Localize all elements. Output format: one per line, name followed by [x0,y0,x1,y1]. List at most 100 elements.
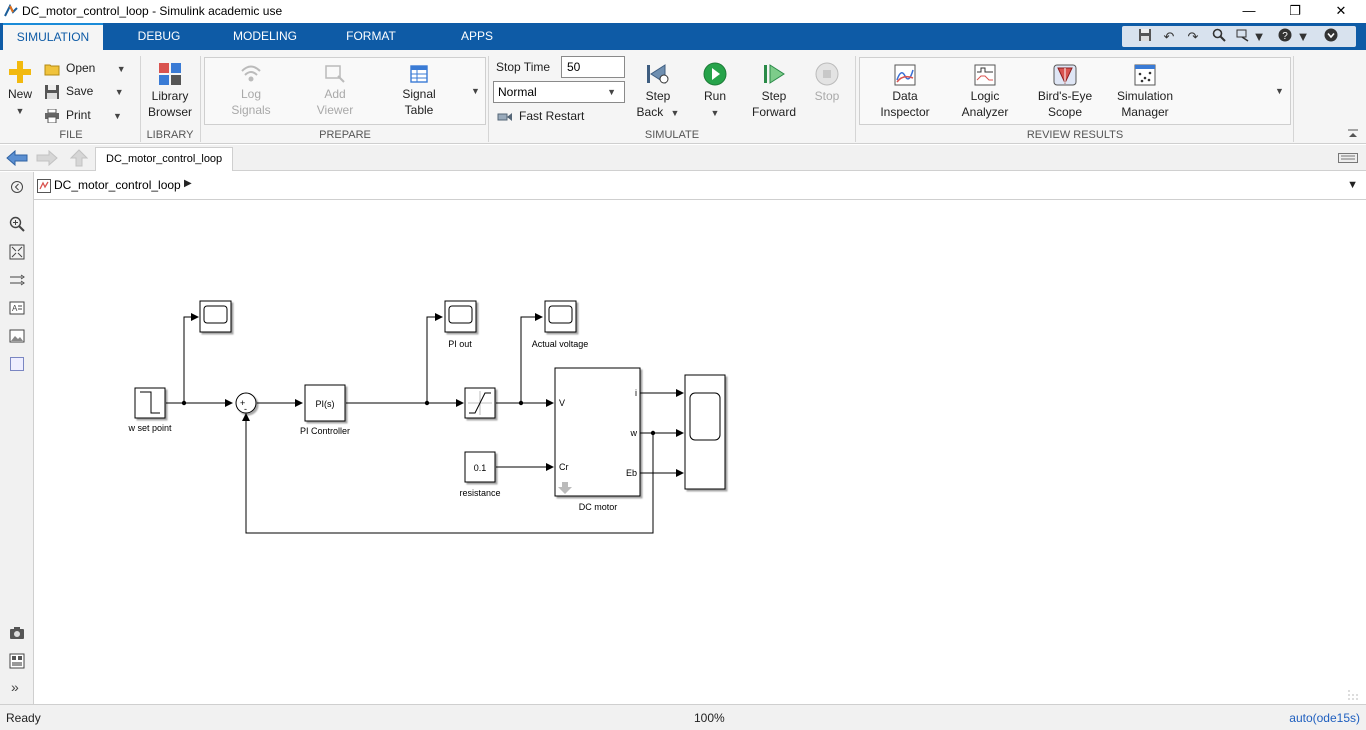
chevron-down-icon: ▼ [670,108,680,118]
pi-controller-block[interactable]: PI(s) PI Controller [300,384,350,436]
voltage-scope-label: Actual voltage [532,339,589,349]
back-arrow-icon[interactable] [6,150,28,166]
signal-pi-to-piout-scope[interactable] [426,313,443,403]
resize-grip-icon [1348,690,1358,700]
resistance-constant-block[interactable]: 0.1 resistance [459,451,501,498]
quick-tools-icon[interactable] [1234,28,1252,45]
review-group-label: REVIEW RESULTS [1026,129,1124,141]
svg-text:A: A [12,304,18,313]
setpoint-scope-block[interactable] [199,300,232,333]
fit-to-view-icon[interactable] [9,244,25,260]
zoom-icon[interactable] [9,216,25,232]
step-back-button[interactable]: Step Back ▼ [636,62,680,121]
tab-apps[interactable]: APPS [460,29,493,43]
new-plus-icon [9,61,31,83]
run-button[interactable]: Run ▼ [696,62,734,121]
restore-button[interactable]: ❐ [1289,3,1301,18]
image-icon[interactable] [9,328,25,344]
chevron-down-icon: ▼ [114,87,124,97]
model-document-tab[interactable]: DC_motor_control_loop [95,147,234,171]
close-button[interactable]: ✕ [1335,3,1347,18]
save-button[interactable]: Save ▼ [44,81,124,101]
signal-setpoint-to-scope[interactable] [183,313,199,403]
redo-icon[interactable]: ↷ [1187,29,1199,44]
save-icon[interactable] [1136,28,1154,45]
window-title: DC_motor_control_loop - Simulink academi… [22,4,283,18]
property-inspector-icon[interactable] [9,653,25,669]
prepare-gallery [204,57,486,125]
print-button[interactable]: Print ▼ [44,105,122,125]
data-inspector-button[interactable]: Data Inspector [876,64,934,120]
step-forward-button[interactable]: Step Forward [750,62,798,120]
collapse-toolstrip-icon[interactable] [1347,129,1359,139]
minimize-button[interactable]: — [1242,3,1256,18]
gallery-expand-icon[interactable]: ▼ [1275,86,1284,96]
prepare-group-label: PREPARE [319,129,371,141]
port-v-label: V [559,398,565,408]
simulation-manager-button[interactable]: Simulation Manager [1112,64,1178,120]
search-icon[interactable] [1210,28,1228,45]
solver-link[interactable]: auto(ode15s) [1289,711,1360,725]
saturation-block[interactable] [464,387,496,419]
save-label: Save [66,84,94,98]
signal-table-button[interactable]: Signal Table [396,64,442,118]
chevron-down-icon[interactable]: ▼ [1296,29,1310,44]
simulation-mode-select[interactable]: Normal ▼ [493,81,625,103]
zoom-level[interactable]: 100% [694,711,725,725]
open-button[interactable]: Open ▼ [44,58,126,78]
tab-debug[interactable]: DEBUG [137,29,181,43]
tab-simulation[interactable]: SIMULATION [3,23,103,50]
stop-time-input[interactable]: 50 [561,56,625,78]
add-viewer-button[interactable]: Add Viewer [312,64,358,118]
area-icon[interactable] [9,356,25,372]
fast-restart-button[interactable]: Fast Restart [497,106,584,126]
library-group-label: LIBRARY [146,129,194,141]
logic-analyzer-button[interactable]: Logic Analyzer [956,64,1014,120]
step-back-icon [647,64,669,84]
expand-palette-icon[interactable]: » [11,679,19,695]
signal-speed-feedback[interactable] [242,413,654,534]
model-canvas[interactable]: w set point + - PI(s) PI Controller [35,201,1366,704]
run-play-icon [703,62,727,86]
group-separator [140,56,141,142]
log-signals-button[interactable]: Log Signals [228,64,274,118]
sum-block[interactable]: + - [235,392,257,414]
simulate-group-label: SIMULATE [644,129,700,141]
new-label: New [7,87,32,101]
port-w-label: w [630,428,638,438]
stop-button[interactable]: Stop [808,62,846,104]
library-line2: Browser [147,105,192,119]
library-browser-button[interactable]: Library Browser [146,62,194,120]
tab-format[interactable]: FORMAT [346,29,396,43]
screenshot-camera-icon[interactable] [9,625,25,641]
step-forward-icon [764,64,785,84]
new-button[interactable]: New ▼ [4,60,36,119]
wifi-signal-icon [241,65,261,82]
step-block[interactable]: w set point [127,387,172,433]
pi-out-scope-block[interactable]: PI out [444,300,477,349]
breadcrumb-dropdown-icon[interactable]: ▼ [1347,179,1358,191]
breadcrumb[interactable]: DC_motor_control_loop [54,178,181,192]
undo-icon[interactable]: ↶ [1163,29,1175,44]
output-scope-block[interactable] [684,374,726,490]
signal-saturation-to-voltage-scope[interactable] [520,313,543,403]
pi-out-scope-label: PI out [448,339,472,349]
chevron-down-icon[interactable]: ▼ [1252,29,1266,44]
voltage-scope-block[interactable]: Actual voltage [532,300,589,349]
tab-modeling[interactable]: MODELING [232,29,297,43]
explorer-bar-icon[interactable] [1338,153,1358,163]
signal-lines-icon[interactable] [9,272,25,288]
print-label: Print [66,108,91,122]
step-back-line1: Step [645,89,671,103]
gallery-expand-icon[interactable]: ▼ [471,86,480,96]
birds-eye-scope-button[interactable]: Bird's-Eye Scope [1032,64,1098,120]
annotation-icon[interactable]: A [9,300,25,316]
collapse-ribbon-icon[interactable] [1322,28,1340,45]
up-arrow-icon[interactable] [70,149,88,167]
hide-show-browser-icon[interactable] [9,179,25,195]
dc-motor-subsystem-block[interactable]: V Cr i w Eb DC motor [554,367,641,512]
help-icon[interactable]: ? [1276,28,1294,45]
breadcrumb-arrow-icon[interactable]: ▶ [184,178,192,189]
forward-arrow-icon[interactable] [36,150,58,166]
chevron-down-icon: ▼ [116,64,126,74]
